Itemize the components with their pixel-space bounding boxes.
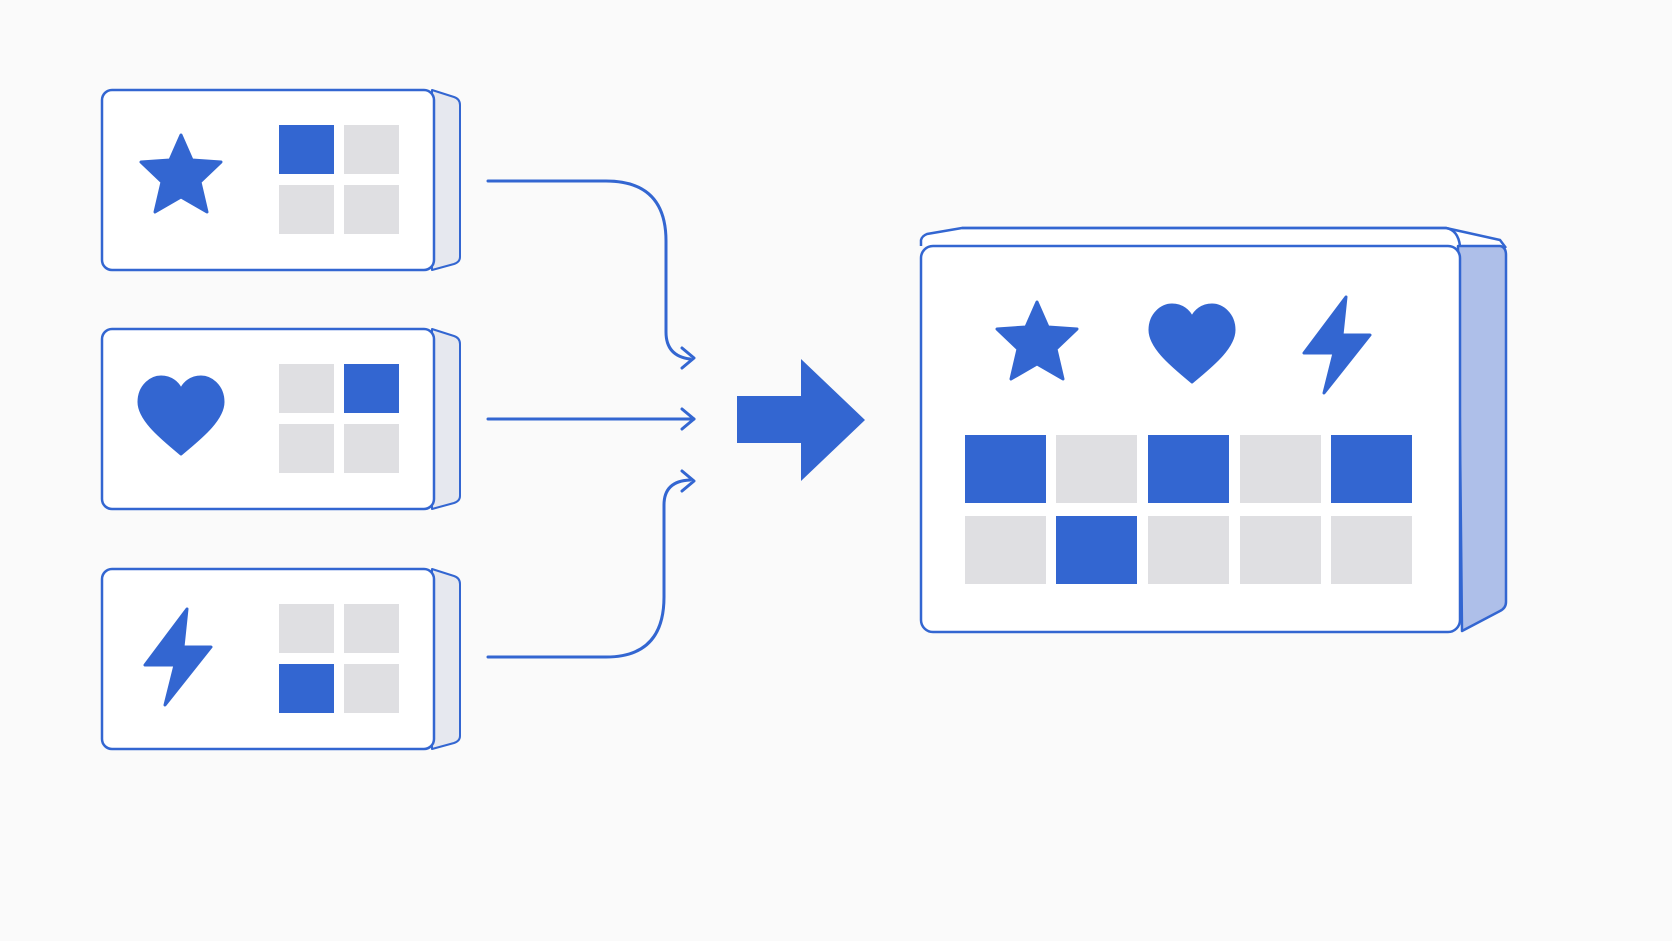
grid-cell-empty [1240,516,1321,584]
grid-cell-empty [344,125,399,174]
output-card [919,226,1508,634]
grid-cell-filled [1148,435,1229,503]
grid-cell-empty [1240,435,1321,503]
input-card-side [431,328,461,510]
input-card [100,567,461,751]
grid-cell-empty [279,364,334,413]
grid-cell-filled [344,364,399,413]
connector-top [486,179,692,361]
input-card-side [431,568,461,750]
grid-cell-empty [344,604,399,653]
grid-cell-filled [1056,516,1137,584]
input-card-face [100,88,436,272]
grid-cell-empty [1148,516,1229,584]
grid-cell-empty [1331,516,1412,584]
grid-cell-filled [279,664,334,713]
input-cards [100,88,461,751]
arrowhead-icon [680,346,696,370]
connector-bottom [486,478,692,659]
grid-cell-empty [965,516,1046,584]
input-card [100,327,461,511]
arrowhead-icon [680,407,696,431]
input-card [100,88,461,272]
grid-cell-empty [279,185,334,234]
grid-cell-empty [344,424,399,473]
grid-cell-empty [344,664,399,713]
output-card-top-edge [962,226,1462,247]
output-card-side [1456,244,1508,633]
grid-cell-empty [344,185,399,234]
grid-cell-empty [1056,435,1137,503]
merge-arrow [737,359,865,481]
grid-cell-empty [279,424,334,473]
input-card-side [431,89,461,271]
grid-cell-filled [279,125,334,174]
arrowhead-icon [680,469,696,493]
grid-cell-filled [965,435,1046,503]
grid-cell-empty [279,604,334,653]
connectors [486,179,696,659]
arrow-right-icon [737,359,865,481]
grid-cell-filled [1331,435,1412,503]
